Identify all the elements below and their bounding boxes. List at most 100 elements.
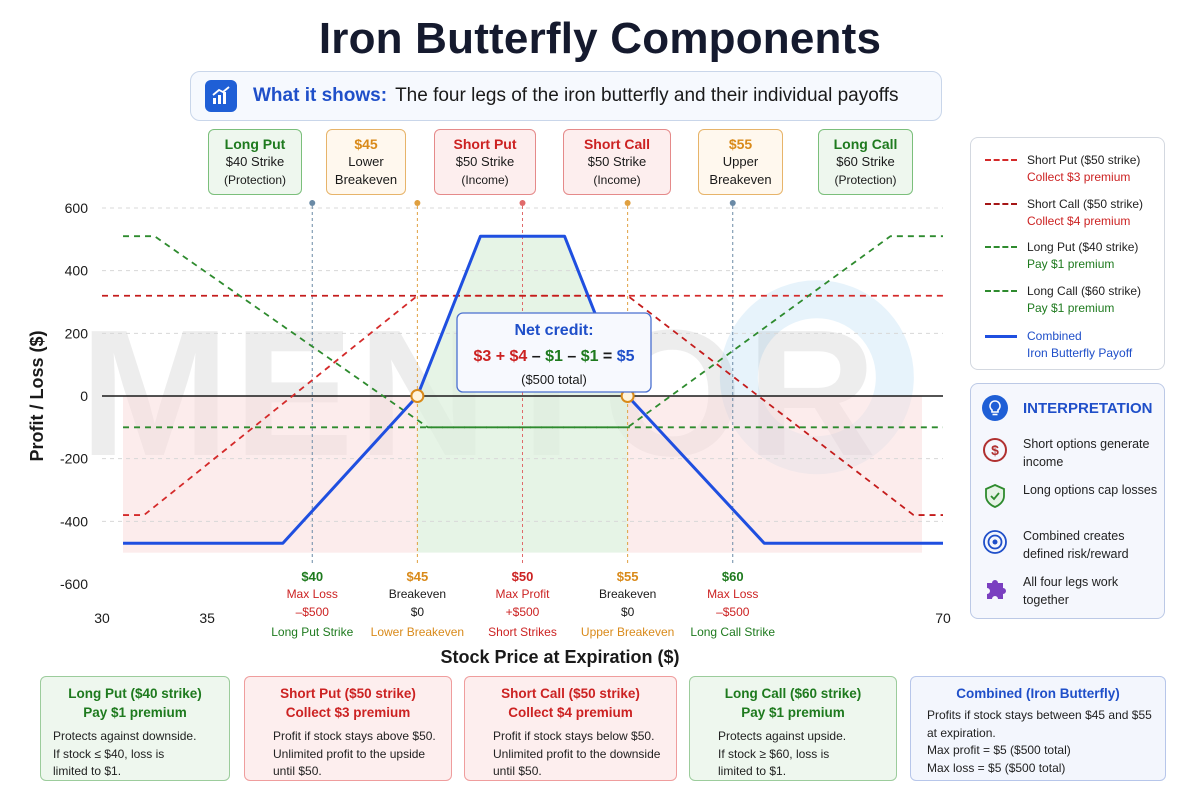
card-title: Long Call ($60 strike) [724, 686, 862, 701]
dollar-icon: $ [983, 438, 1007, 462]
shield-icon [985, 484, 1005, 508]
legend-sublabel: Pay $1 premium [1027, 257, 1115, 271]
x-tick-label: 70 [935, 610, 951, 626]
y-axis-label: Profit / Loss ($) [27, 330, 47, 461]
card-body-line: If stock ≤ $40, loss is [53, 746, 165, 761]
card-body-line: Unlimited profit to the downside [493, 746, 661, 761]
legend-swatch [985, 335, 1017, 338]
target-icon [983, 530, 1007, 554]
card-title: Short Put ($50 strike) [280, 686, 416, 701]
strike-label-line: Breakeven [389, 587, 446, 601]
callout-title: Short Call [583, 136, 651, 152]
card-long-put: Long Put ($40 strike) Pay $1 premium Pro… [40, 676, 230, 781]
legend-swatch [985, 203, 1017, 205]
strike-label-line: $45 [407, 569, 429, 584]
series-line [102, 294, 943, 516]
legend-swatch [985, 159, 1017, 161]
legend-label: Long Put ($40 strike) [1027, 240, 1139, 254]
strike-label-line: Long Put Strike [271, 625, 353, 639]
strike-label-line: Max Loss [287, 587, 338, 601]
strike-label-line: $0 [621, 605, 635, 619]
series-line [123, 294, 943, 516]
card-body-line: limited to $1. [53, 764, 122, 778]
card-body-line: until $50. [273, 764, 322, 778]
callout-title: Long Put [224, 136, 286, 152]
strike-label-line: Long Call Strike [690, 625, 775, 639]
card-subtitle: Collect $3 premium [285, 705, 411, 720]
equation-term: $1 [545, 348, 563, 365]
strike-label-line: Max Loss [707, 587, 758, 601]
card-body-line: Profit if stock stays below $50. [493, 729, 655, 743]
y-tick-label: -200 [60, 451, 88, 467]
callout-line: (Protection) [223, 173, 287, 187]
card-subtitle: Pay $1 premium [741, 705, 845, 720]
equation-term: $3 [473, 348, 491, 365]
strike-dot [519, 200, 526, 206]
net-credit-equation: $3 + $4 – $1 – $1 = $5 [473, 348, 634, 365]
strike-label-line: –$500 [716, 605, 750, 619]
equation-term: – [527, 348, 545, 365]
chart-trend-icon [205, 80, 237, 112]
card-body-line: Max profit = $5 ($500 total) [927, 743, 1071, 757]
series-line [123, 235, 943, 429]
equation-term: = [598, 348, 616, 365]
strike-label-line: Upper Breakeven [581, 625, 674, 639]
strike-label-line: $50 [512, 569, 534, 584]
what-label: What it shows: [253, 85, 388, 106]
card-body-line: Profit if stock stays above $50. [273, 729, 436, 743]
callout-line: Breakeven [334, 172, 398, 187]
legend-label: Combined [1027, 329, 1082, 343]
interpretation-panel: INTERPRETATION $ Short options generate … [970, 383, 1165, 619]
legend-swatch [985, 290, 1017, 292]
card-body-line: limited to $1. [718, 764, 787, 778]
card-body-line: Unlimited profit to the upside [273, 746, 426, 761]
card-body-line: until $50. [493, 764, 542, 778]
card-short-put: Short Put ($50 strike) Collect $3 premiu… [244, 676, 452, 781]
strike-label-line: $40 [301, 569, 323, 584]
interpretation-title: INTERPRETATION [1023, 400, 1153, 417]
legend-sublabel: Iron Butterfly Payoff [1027, 346, 1133, 360]
strike-dot [624, 200, 631, 206]
callout-title: $55 [728, 136, 753, 152]
strike-label-line: Max Profit [495, 587, 550, 601]
card-body-line: If stock ≥ $60, loss is [718, 746, 830, 761]
legend-label: Long Call ($60 strike) [1027, 284, 1142, 298]
strike-label-line: +$500 [506, 605, 540, 619]
card-body-line: Protects against upside. [718, 729, 847, 743]
svg-text:$: $ [991, 442, 999, 458]
callout-line: (Income) [593, 173, 641, 187]
y-tick-label: 600 [65, 200, 89, 216]
strike-label-line: Breakeven [599, 587, 656, 601]
equation-term: + [491, 348, 509, 365]
callout-short-put: Short Put $50 Strike (Income) [434, 129, 536, 195]
equation-term: – [563, 348, 581, 365]
x-axis-label: Stock Price at Expiration ($) [440, 647, 679, 667]
callout-line: $50 Strike [455, 154, 515, 169]
net-credit-title: Net credit: [514, 322, 593, 339]
puzzle-icon [987, 580, 1006, 599]
callout-line: Upper [722, 154, 759, 169]
card-body-line: Protects against downside. [53, 729, 197, 743]
y-tick-label: -400 [60, 513, 88, 529]
lightbulb-icon [982, 395, 1008, 421]
interpretation-item: Long options cap losses [1023, 483, 1158, 497]
strike-dot [309, 200, 316, 206]
card-body-line: Max loss = $5 ($500 total) [927, 760, 1066, 775]
interpretation-item: All four legs work together [1023, 575, 1119, 607]
y-tick-label: 0 [80, 388, 88, 404]
callout-short-call: Short Call $50 Strike (Income) [563, 129, 671, 195]
loss-region-left [123, 396, 418, 553]
x-tick-label: 35 [199, 610, 215, 626]
legend-sublabel: Collect $4 premium [1027, 214, 1131, 228]
card-subtitle: Collect $4 premium [508, 705, 633, 720]
breakeven-marker [410, 389, 425, 403]
legend-label: Short Call ($50 strike) [1027, 197, 1144, 211]
strike-dot [414, 200, 421, 206]
callout-line: (Income) [461, 173, 509, 187]
strike-label-line: –$500 [296, 605, 330, 619]
legend-swatch [985, 246, 1017, 248]
callout-line: (Protection) [834, 173, 897, 187]
card-long-call: Long Call ($60 strike) Pay $1 premium Pr… [689, 676, 897, 781]
strike-dot [729, 200, 736, 206]
